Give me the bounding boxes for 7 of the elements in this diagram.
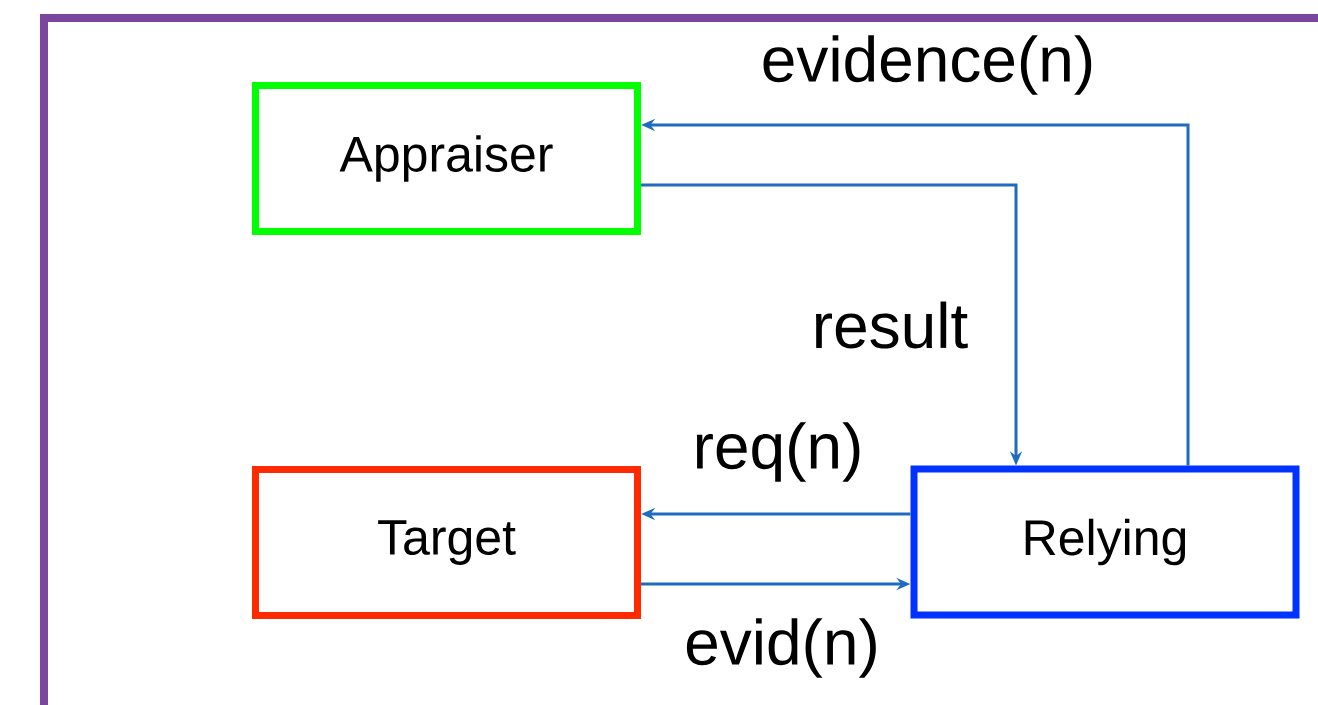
edge-label: evid(n)	[682, 616, 882, 680]
edge-label: result	[809, 299, 971, 351]
entity-box: Appraiser	[252, 82, 641, 235]
edge-label: evidence(n)	[758, 33, 1098, 97]
entity-box: Relying	[910, 465, 1300, 619]
edge-label: req(n)	[690, 420, 866, 484]
entity-box: Target	[252, 466, 641, 619]
